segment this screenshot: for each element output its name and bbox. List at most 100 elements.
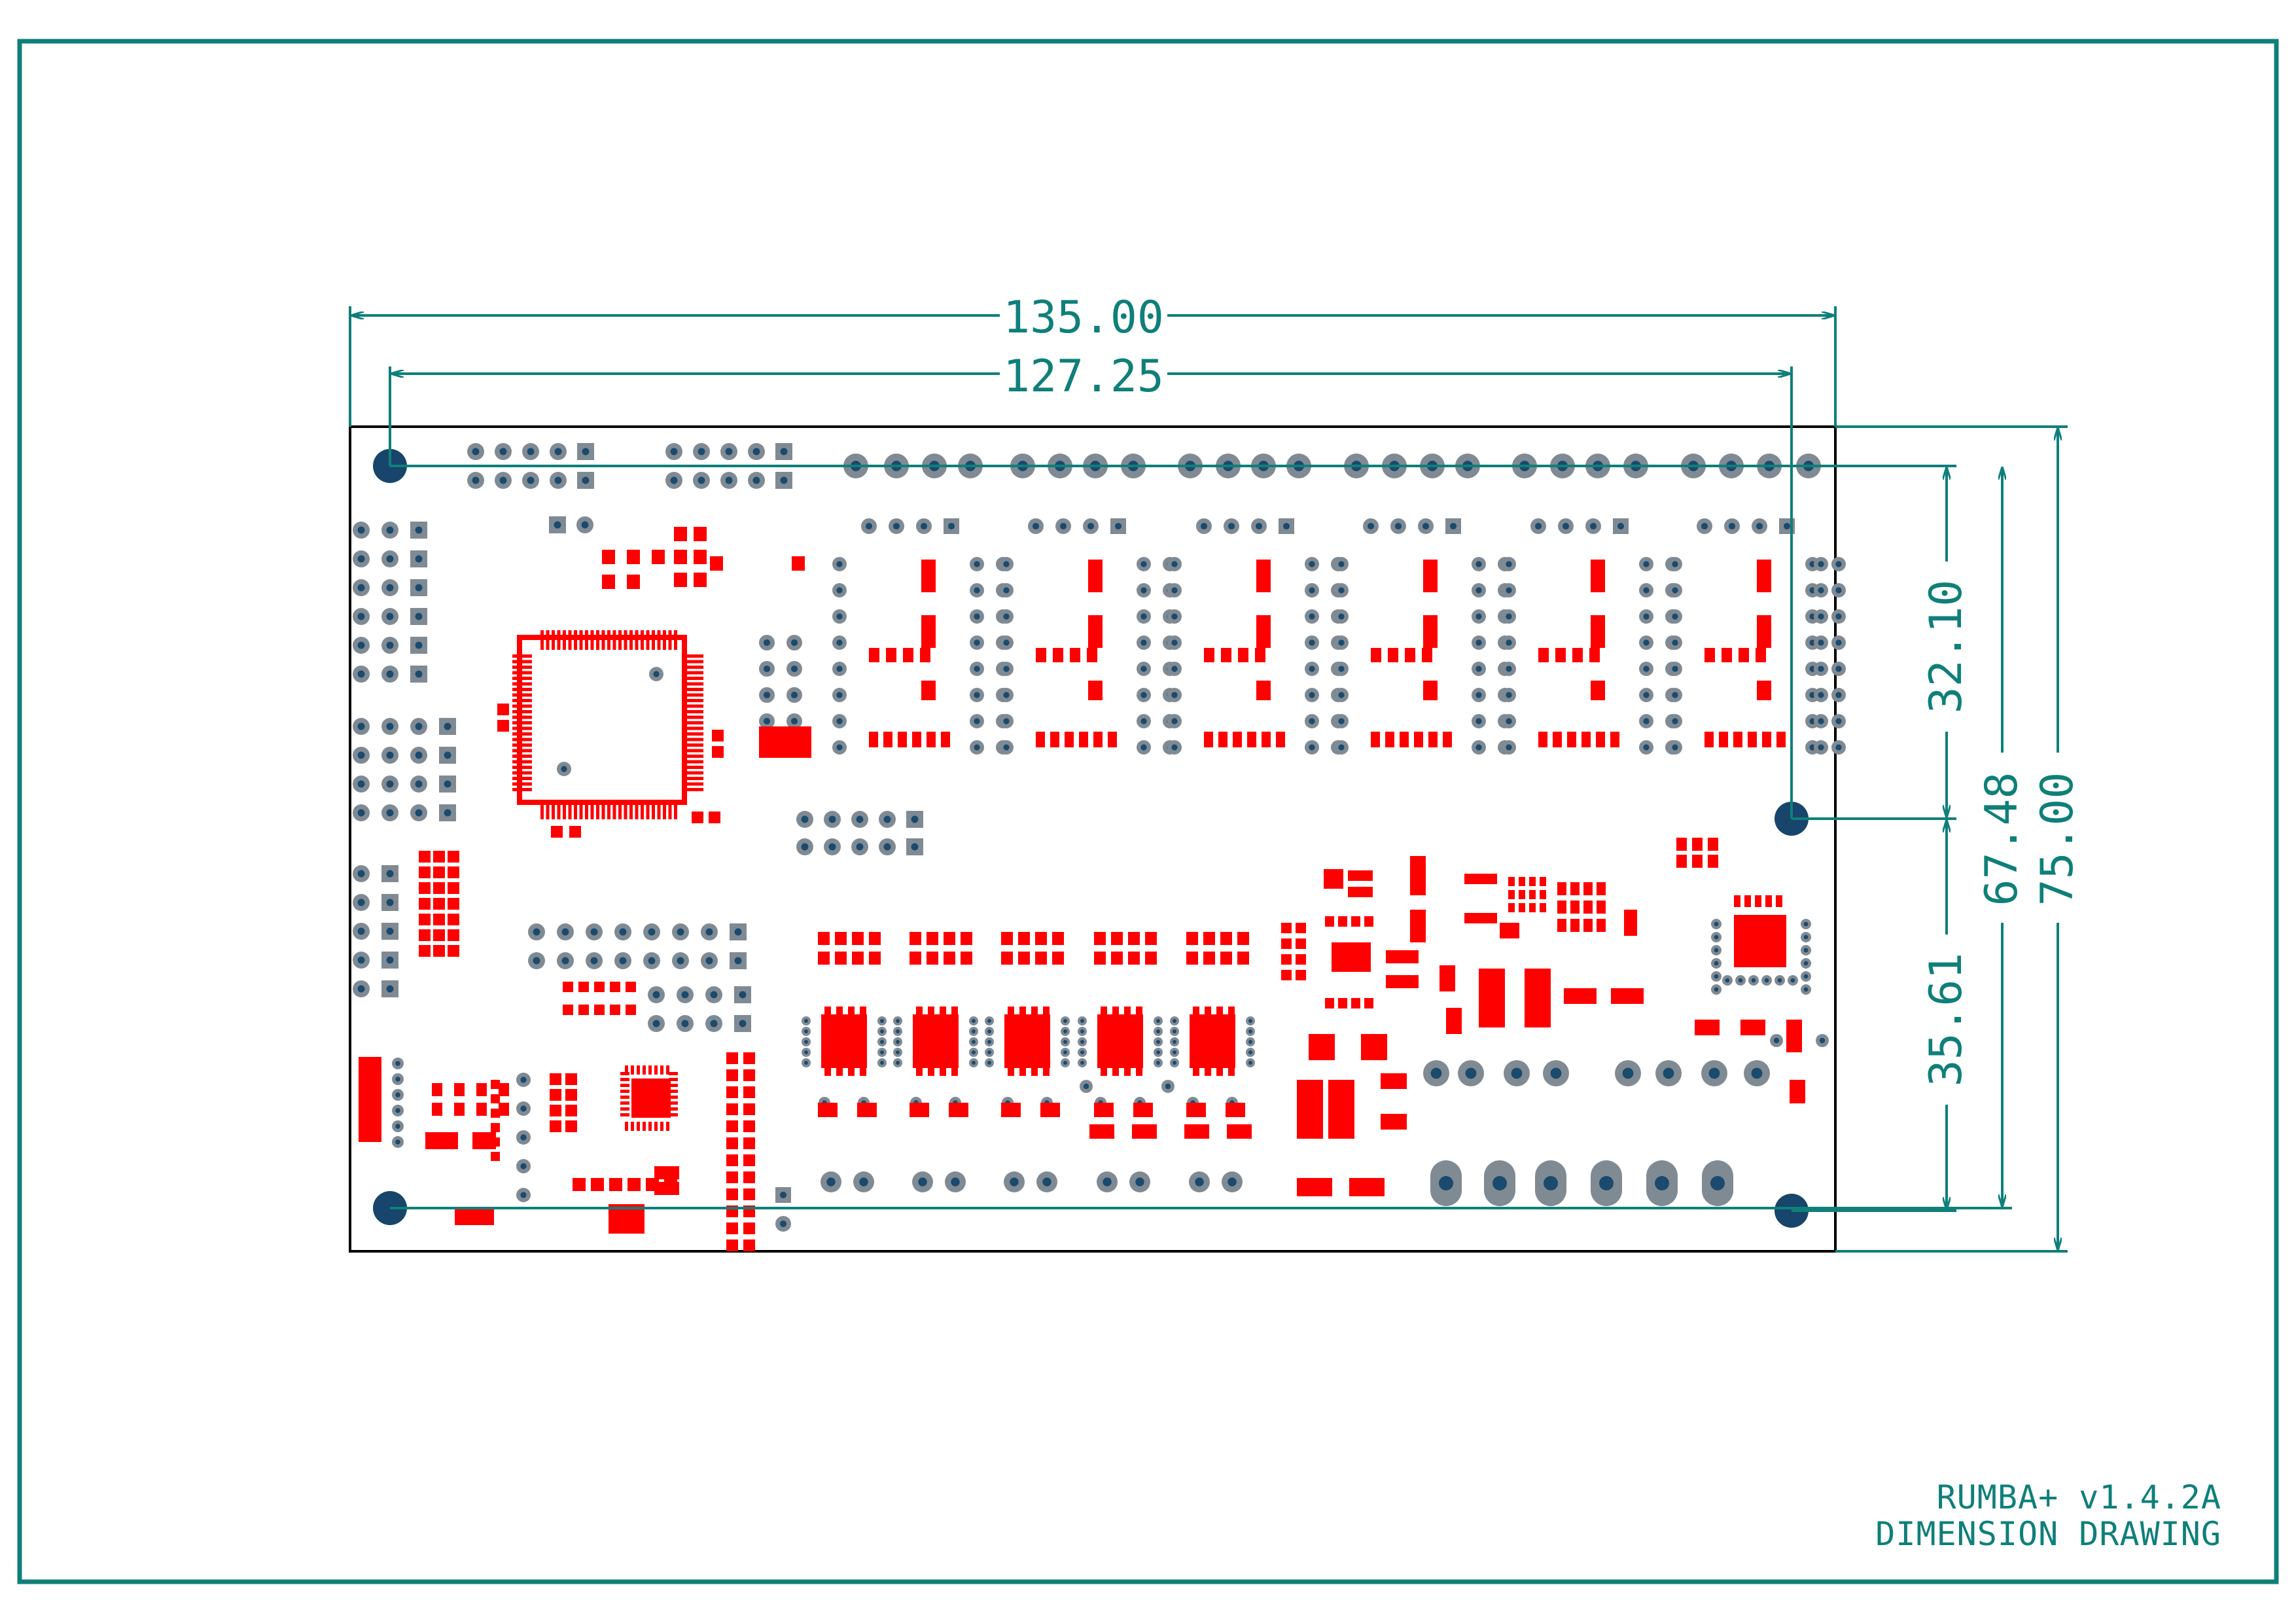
pin-drill: [415, 670, 423, 678]
pin-drill: [698, 448, 705, 455]
smd-pad: [1124, 1007, 1131, 1014]
smd-pad: [1008, 1068, 1014, 1076]
pin-drill: [1803, 948, 1809, 953]
smd-pad: [1597, 901, 1606, 914]
smd-pad: [1145, 952, 1157, 965]
smd-pad: [631, 1065, 634, 1075]
pin-drill: [520, 1192, 527, 1198]
pin-drill: [739, 991, 747, 999]
smd-pad: [512, 682, 532, 686]
pin-drill: [590, 928, 598, 936]
pin-drill: [801, 843, 809, 851]
smd-pad: [726, 1069, 738, 1081]
pin-drill: [1506, 666, 1512, 672]
smd-pad: [654, 1065, 658, 1075]
pin-drill: [1672, 613, 1678, 620]
smd-pad: [1216, 1007, 1223, 1014]
smd-pad: [1124, 1068, 1131, 1076]
smd-pad: [1133, 1103, 1153, 1117]
smd-pad: [1557, 882, 1566, 895]
smd-pad: [491, 1094, 500, 1103]
pin-drill: [357, 956, 365, 964]
smd-pad: [1555, 648, 1566, 662]
smd-pad: [1364, 916, 1373, 927]
smd-pad: [869, 648, 879, 662]
pcb-pad-layer: [353, 443, 1846, 1251]
smd-pad: [432, 1083, 442, 1096]
smd-pad: [1128, 932, 1140, 945]
smd-pad: [1128, 952, 1140, 965]
pin-drill: [1173, 1061, 1176, 1065]
smd-pad: [419, 945, 431, 957]
smd-pad: [652, 630, 655, 650]
pin-drill: [561, 928, 569, 936]
pin-drill: [1643, 692, 1650, 698]
smd-pad: [944, 932, 955, 945]
smd-pad: [448, 914, 459, 925]
smd-pad: [940, 1068, 946, 1076]
smd-pad: [565, 1120, 577, 1132]
smd-pad: [1410, 910, 1426, 942]
smd-pad: [627, 575, 640, 589]
smd-pad: [1748, 732, 1757, 747]
pin-drill: [1701, 522, 1708, 530]
pin-drill: [1818, 718, 1824, 724]
smd-pad: [497, 704, 509, 715]
smd-pad: [557, 800, 561, 819]
pin-drill: [1589, 522, 1597, 530]
smd-pad: [712, 730, 724, 741]
smd-pad: [419, 898, 431, 910]
pin-drill: [1803, 987, 1809, 992]
pin-drill: [974, 718, 980, 724]
pin-drill: [1790, 978, 1795, 983]
smd-pad: [668, 800, 672, 819]
smd-pad: [578, 982, 589, 992]
smd-pad: [1692, 855, 1703, 868]
smd-pad: [669, 1078, 678, 1081]
smd-pad: [1281, 954, 1292, 965]
pin-drill: [1338, 718, 1345, 724]
pin-drill: [1449, 522, 1457, 530]
smd-pad: [1325, 998, 1334, 1008]
smd-pad: [684, 766, 703, 769]
pin-drill: [1672, 561, 1678, 567]
smd-pad: [669, 1107, 678, 1111]
smd-pad: [419, 866, 431, 878]
pin-drill: [1672, 744, 1678, 751]
smd-pad: [1101, 1007, 1107, 1014]
pin-drill: [1080, 1050, 1084, 1054]
smd-pad: [476, 1083, 487, 1096]
pin-drill: [1756, 522, 1763, 530]
pin-drill: [1506, 718, 1512, 724]
smd-pad: [607, 800, 610, 819]
pin-drill: [386, 613, 394, 620]
pin-drill: [1248, 1050, 1252, 1054]
smd-pad: [546, 630, 550, 650]
smd-pad: [563, 800, 566, 819]
pin-drill: [828, 815, 836, 823]
smd-pad: [927, 732, 936, 747]
smd-pad: [684, 760, 703, 764]
smd-pad: [578, 1005, 589, 1015]
pin-drill: [1309, 613, 1315, 620]
pin-drill: [1643, 587, 1650, 594]
smd-pad: [1238, 648, 1248, 662]
smd-pad: [1508, 890, 1515, 899]
pin-drill: [1114, 522, 1122, 530]
pin-drill: [896, 1040, 900, 1044]
smd-pad: [1001, 932, 1013, 945]
smd-pad: [596, 630, 599, 650]
smd-pad: [648, 1122, 652, 1131]
smd-pad: [1094, 1103, 1114, 1117]
smd-pad: [1220, 952, 1232, 965]
smd-pad: [951, 1007, 958, 1014]
smd-pad: [1233, 732, 1242, 747]
smd-pad: [684, 749, 703, 753]
smd-pad: [565, 1089, 577, 1101]
pin-drill: [1083, 1083, 1089, 1090]
pin-drill: [444, 722, 451, 730]
pin-drill: [1087, 522, 1095, 530]
smd-pad: [684, 704, 703, 708]
smd-pad: [860, 1007, 866, 1014]
pin-drill: [790, 717, 798, 725]
